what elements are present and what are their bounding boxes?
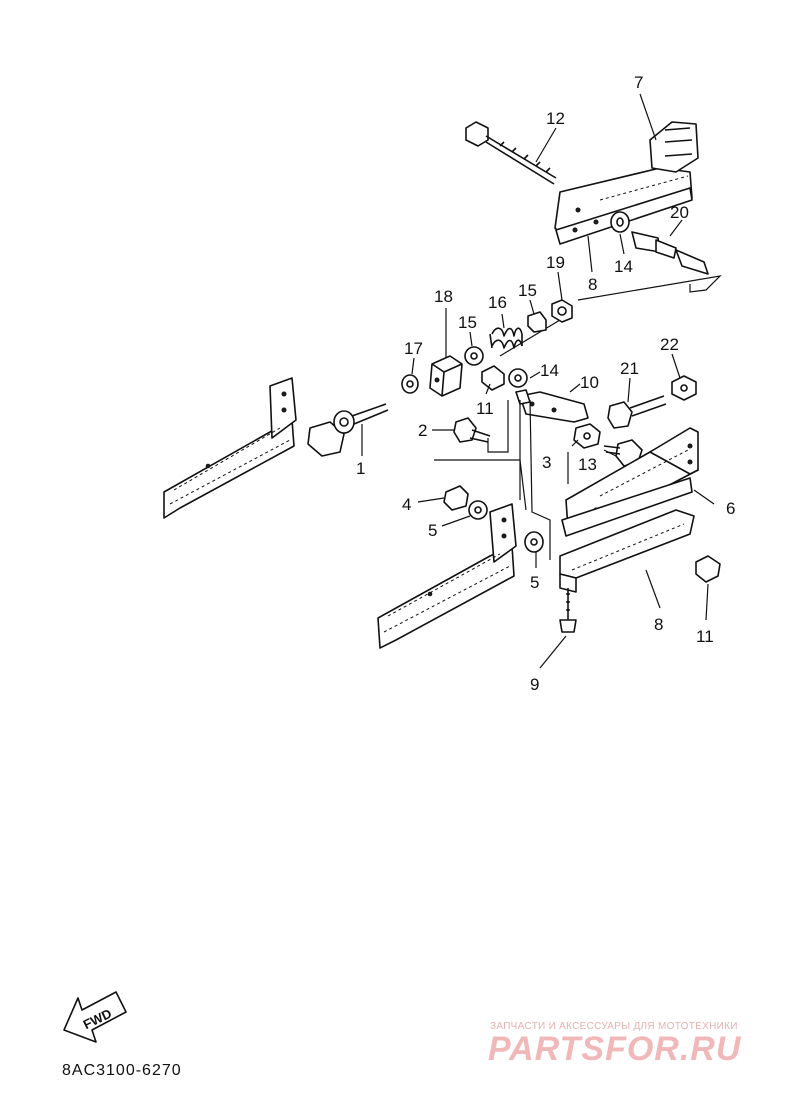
callout-14b: 14 [540,361,559,380]
block-18 [429,355,463,397]
callout-8a: 8 [588,275,597,294]
catalog-code: 8AC3100-6270 [62,1062,182,1079]
callout-15a: 15 [518,281,537,300]
callout-22: 22 [660,335,679,354]
callout-15b: 15 [458,313,477,332]
collar-15b [464,346,484,366]
callout-6: 6 [726,499,735,518]
slider-rail-left-lower [377,503,517,649]
nut-19 [551,299,573,323]
watermark-logo: PARTSFOR.RU [488,1030,742,1068]
washer-17 [401,374,419,394]
washer-14b [508,368,528,388]
bolt-12 [465,121,557,185]
callout-2: 2 [418,421,427,440]
collar-4 [443,485,469,511]
callout-10: 10 [580,373,599,392]
callout-18: 18 [434,287,453,306]
callout-13: 13 [578,455,597,474]
callout-11a: 11 [476,399,494,418]
callout-12: 12 [546,109,565,128]
watermark-caption: ЗАПЧАСТИ И АКСЕССУАРЫ ДЛЯ МОТОТЕХНИКИ [490,1021,738,1032]
fwd-arrow-icon: FWD [63,991,127,1043]
collar-5a [468,500,488,520]
callout-5a: 5 [428,521,437,540]
collar-15a [527,311,547,333]
callout-8b: 8 [654,615,663,634]
nut-11a [481,365,505,391]
pin-20 [631,231,709,275]
slider-rail-left-upper [163,377,297,519]
collar-5b [524,531,544,553]
bolt-9 [559,588,577,633]
callout-4: 4 [402,495,411,514]
callout-labels: 7 12 20 14 8 19 15 16 18 15 17 14 10 22 … [356,73,735,694]
nut-3 [573,423,601,449]
callout-17: 17 [404,339,423,358]
bolt-21 [607,395,667,429]
nut-22 [671,375,697,401]
nut-11b [695,555,721,583]
lever-10 [515,389,589,423]
callout-16: 16 [488,293,507,312]
callout-1: 1 [356,459,365,478]
callout-19: 19 [546,253,565,272]
callout-9: 9 [530,675,539,694]
washer-14a [610,211,630,233]
callout-leaders [361,93,715,669]
callout-11b: 11 [696,627,714,646]
callout-3: 3 [542,453,551,472]
callout-21: 21 [620,359,639,378]
spring-16 [489,327,523,349]
callout-7: 7 [634,73,643,92]
callout-5b: 5 [530,573,539,592]
bolt-2 [453,417,491,443]
rail-8 [559,509,695,593]
callout-14a: 14 [614,257,633,276]
rail-6 [561,427,699,537]
callout-20: 20 [670,203,689,222]
roller-1 [307,403,389,457]
